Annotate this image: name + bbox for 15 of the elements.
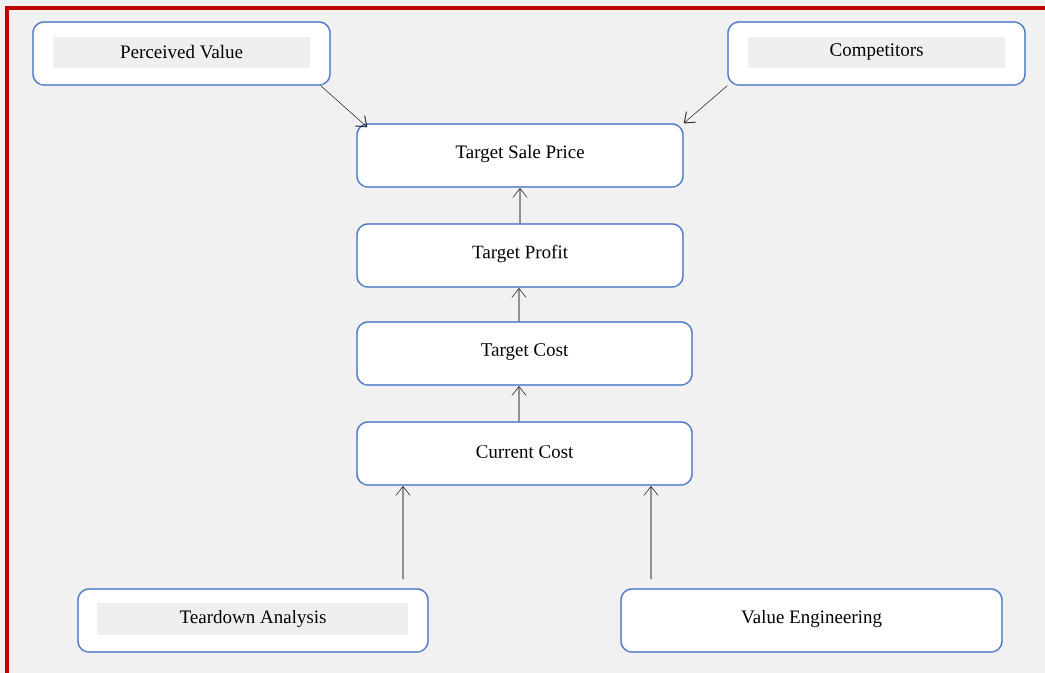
- arrow: [511, 386, 527, 422]
- process-box: Current Cost: [356, 421, 693, 486]
- process-box: Target Profit: [356, 223, 684, 288]
- arrow: [395, 486, 411, 580]
- process-box: Competitors: [727, 21, 1026, 86]
- process-box: Target Cost: [356, 321, 693, 386]
- arrow: [512, 188, 528, 224]
- arrow: [511, 288, 527, 322]
- process-box: Perceived Value: [32, 21, 331, 86]
- arrow: [320, 85, 368, 128]
- process-box: Teardown Analysis: [77, 588, 429, 653]
- process-box: Target Sale Price: [356, 123, 684, 188]
- arrow: [643, 486, 659, 580]
- arrow: [683, 85, 728, 124]
- process-box: Value Engineering: [620, 588, 1003, 653]
